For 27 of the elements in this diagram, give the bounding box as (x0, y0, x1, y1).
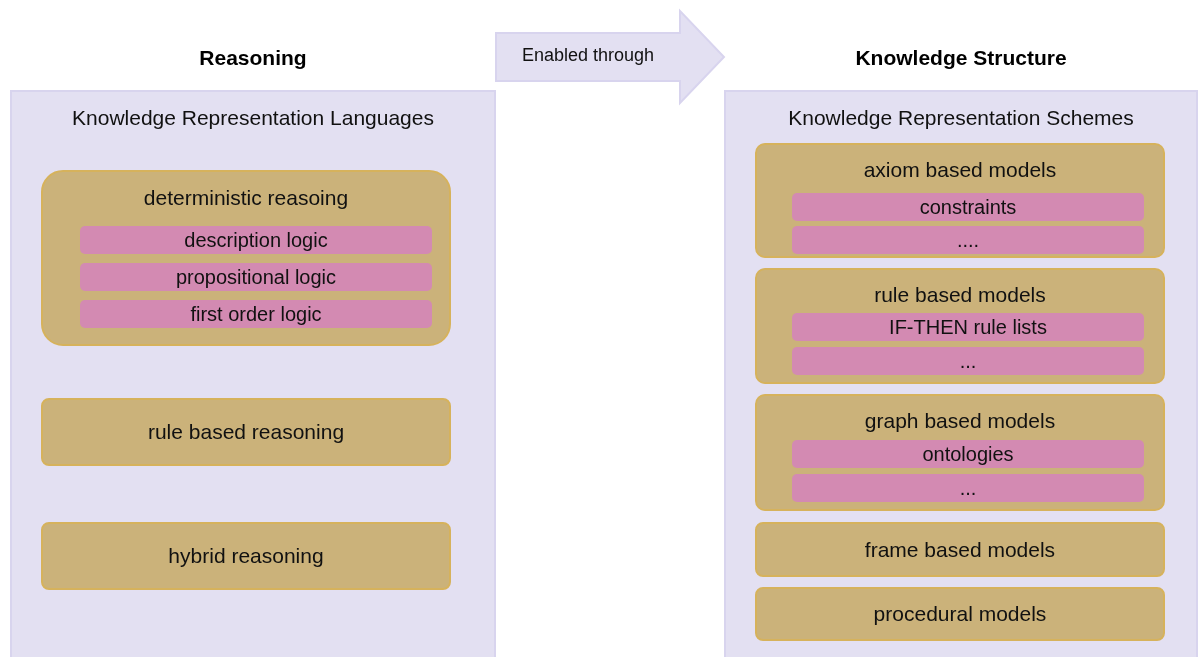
edge-label: Enabled through (521, 44, 655, 66)
item-bar: description logic (80, 226, 432, 254)
item-bar: ... (792, 474, 1144, 502)
category-box: procedural models (755, 587, 1165, 641)
category-title: deterministic reasoing (142, 186, 350, 210)
panel-title: Knowledge Representation Languages (71, 106, 435, 130)
category-box (755, 268, 1165, 384)
category-box (755, 143, 1165, 258)
block-arrow (495, 8, 726, 106)
panel-heading: Knowledge Structure (854, 46, 1068, 70)
category-box: rule based reasoning (41, 398, 451, 466)
item-bar: propositional logic (80, 263, 432, 291)
category-box (41, 170, 451, 346)
panel-title: Knowledge Representation Schemes (787, 106, 1135, 130)
category-box: hybrid reasoning (41, 522, 451, 590)
category-title: graph based models (863, 409, 1057, 433)
category-box: frame based models (755, 522, 1165, 577)
item-bar: IF-THEN rule lists (792, 313, 1144, 341)
item-bar: constraints (792, 193, 1144, 221)
item-bar: .... (792, 226, 1144, 254)
category-title: rule based models (873, 283, 1047, 307)
item-bar: ontologies (792, 440, 1144, 468)
panel-heading: Reasoning (198, 46, 308, 70)
item-bar: first order logic (80, 300, 432, 328)
item-bar: ... (792, 347, 1144, 375)
category-title: axiom based models (862, 158, 1058, 182)
category-box (755, 394, 1165, 511)
